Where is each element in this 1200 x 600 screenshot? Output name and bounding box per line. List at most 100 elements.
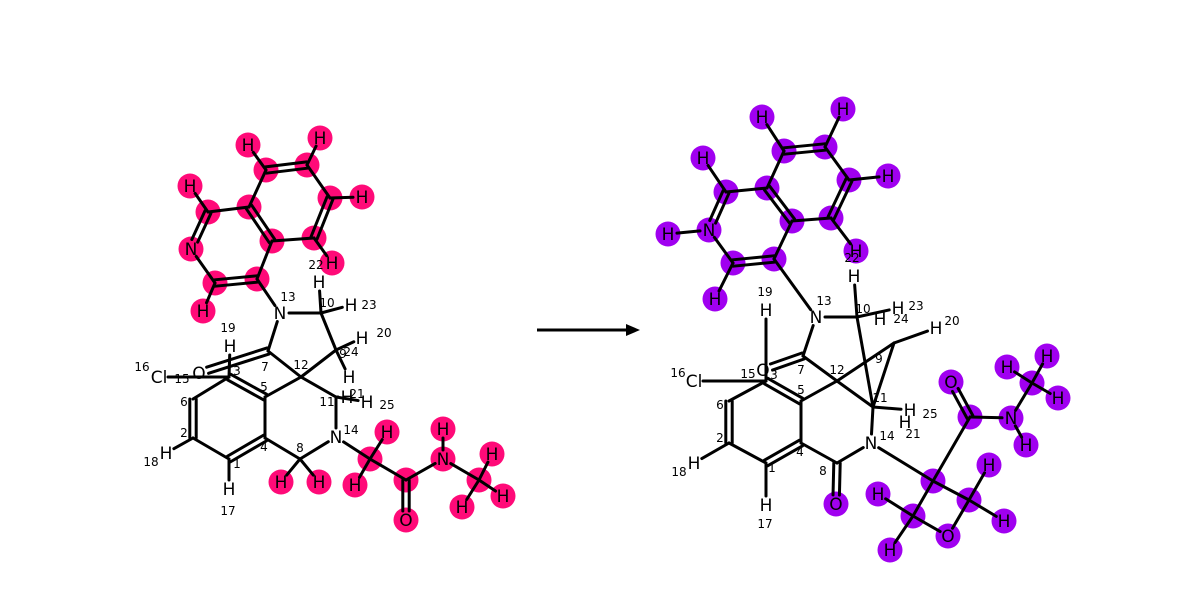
reactant-atom-r_H8a: H bbox=[275, 473, 288, 493]
product-highlight-p_H_me2 bbox=[1034, 343, 1060, 369]
bond-layer bbox=[166, 115, 1052, 545]
product-highlight-p_H_me1 bbox=[994, 354, 1020, 380]
product-bond-109 bbox=[1014, 381, 1034, 412]
reactant-atom-index-r_H25: 25 bbox=[379, 398, 394, 412]
product-atom-index-p_N14: 14 bbox=[879, 429, 894, 443]
product-atom-p_H_r1a: H bbox=[872, 485, 885, 505]
product-bond-118 bbox=[893, 514, 915, 545]
reactant-highlight-r_H_ph2 bbox=[307, 125, 333, 151]
product-bond-107 bbox=[968, 415, 1004, 420]
reactant-atom-index-r_C12: 12 bbox=[293, 358, 308, 372]
reactant-bond-47 bbox=[342, 440, 372, 461]
product-bond-99-a bbox=[766, 444, 805, 468]
reactant-atom-r_H_me1: H bbox=[486, 445, 499, 465]
reactant-bond-3 bbox=[305, 163, 332, 200]
reactant-atom-r_H_ch2b: H bbox=[349, 476, 362, 496]
product-highlight-p_H_py2 bbox=[702, 286, 728, 312]
reactant-atom-index-r_O3: 3 bbox=[233, 364, 241, 378]
product-bond-60-b bbox=[782, 142, 827, 150]
product-atom-p_H_22: H bbox=[850, 242, 863, 262]
reactant-highlight-r_H_me3 bbox=[449, 494, 475, 520]
product-atom-index-p_C15: 15 bbox=[740, 367, 755, 381]
reactant-bond-54 bbox=[449, 462, 481, 482]
product-highlight-p_H_r2b bbox=[991, 508, 1017, 534]
product-bond-104 bbox=[877, 446, 935, 483]
product-bond-66-a bbox=[768, 184, 797, 221]
reactant-bond-7 bbox=[270, 236, 316, 243]
product-bond-82 bbox=[871, 341, 896, 409]
product-highlight-p_H_ph3 bbox=[875, 163, 901, 189]
reactant-bond-23 bbox=[334, 348, 347, 371]
product-bond-103 bbox=[835, 446, 865, 465]
reactant-bond-19 bbox=[318, 289, 323, 315]
product-bond-58 bbox=[765, 123, 786, 153]
product-atom-index-p_H21: 21 bbox=[905, 427, 920, 441]
product-bond-111 bbox=[1030, 362, 1045, 385]
reactant-atom-index-r_C1: 1 bbox=[233, 457, 241, 471]
product-bond-64 bbox=[829, 216, 853, 246]
product-highlight-p_H_py1 bbox=[690, 145, 716, 171]
product-bond-86 bbox=[801, 354, 839, 383]
product-bond-97 bbox=[727, 441, 768, 465]
product-atom-index-p_H18: 18 bbox=[671, 465, 686, 479]
product-bond-99-b bbox=[762, 438, 801, 462]
reactant-atom-index-r_H_22: 22 bbox=[308, 258, 323, 272]
product-bond-71 bbox=[675, 229, 702, 235]
product-atom-index-p_N13: 13 bbox=[816, 294, 831, 308]
reactant-bond-0 bbox=[251, 150, 268, 172]
reactant-bond-52 bbox=[404, 461, 437, 482]
reactant-atom-index-r_C5: 5 bbox=[260, 380, 268, 394]
product-atom-p_H_me1: H bbox=[1001, 358, 1014, 378]
reactant-atom-index-r_N13: 13 bbox=[280, 290, 295, 304]
reactant-atom-r_H18: H bbox=[160, 444, 173, 464]
reactant-bond-27 bbox=[266, 349, 303, 379]
reactant-bond-29 bbox=[299, 375, 338, 399]
reactant-highlight-r_H_nh bbox=[430, 416, 456, 442]
reactant-bond-25 bbox=[266, 320, 279, 353]
reactant-atom-index-r_C10: 10 bbox=[319, 296, 334, 310]
product-atom-p_H_r1b: H bbox=[884, 541, 897, 561]
reactant-atom-r_N_am: N bbox=[437, 450, 450, 470]
reactant-atom-index-r_C7: 7 bbox=[261, 360, 269, 374]
product-atom-p_O_co: O bbox=[944, 373, 957, 393]
reactant-bond-8-a bbox=[250, 203, 277, 241]
reactant-atom-r_H24: H bbox=[343, 368, 356, 388]
reactant-atom-r_H_ph2: H bbox=[314, 129, 327, 149]
product-highlight-p_O_c8 bbox=[823, 491, 849, 517]
product-bond-81 bbox=[892, 329, 930, 345]
reactant-highlight-r_O_co bbox=[393, 507, 419, 533]
reactant-atom-index-r_C8: 8 bbox=[296, 441, 304, 455]
product-atom-index-p_C9: 9 bbox=[875, 352, 883, 366]
reactant-atom-r_N14: N bbox=[330, 428, 343, 448]
reactant-atom-index-r_C4: 4 bbox=[260, 440, 268, 454]
product-bond-85-a bbox=[768, 351, 804, 366]
arrow-head bbox=[626, 324, 640, 336]
product-bond-115 bbox=[911, 514, 942, 534]
product-bond-79 bbox=[855, 308, 891, 319]
product-highlight-p_H_r2a bbox=[976, 452, 1002, 478]
reactant-atom-index-r_C9: 9 bbox=[339, 347, 347, 361]
reactant-bond-13 bbox=[194, 254, 217, 285]
product-bond-78 bbox=[853, 283, 859, 319]
product-highlight-p_H_ph1 bbox=[749, 104, 775, 130]
reactant-bond-17 bbox=[255, 277, 277, 308]
reactant-bond-20 bbox=[319, 305, 344, 315]
product-atom-p_N_am: N bbox=[1005, 409, 1018, 429]
product-bond-61 bbox=[823, 145, 851, 182]
reactant-highlight-r_H_ch2a bbox=[374, 419, 400, 445]
product-atom-index-p_C1: 1 bbox=[768, 461, 776, 475]
product-bond-93-a bbox=[762, 382, 801, 406]
reactant-atom-r_H19: H bbox=[224, 337, 237, 357]
product-bond-117 bbox=[884, 497, 915, 518]
product-bond-96 bbox=[700, 441, 731, 461]
product-bond-102-a bbox=[831, 461, 836, 497]
product-atom-p_H25: H bbox=[904, 401, 917, 421]
product-bond-89 bbox=[871, 405, 903, 411]
reactant-bond-43 bbox=[263, 436, 302, 461]
product-atom-p_H_r2b: H bbox=[998, 512, 1011, 532]
product-bond-70-b bbox=[714, 191, 731, 225]
reactant-bond-38 bbox=[172, 436, 195, 451]
reactant-atom-index-r_H24: 24 bbox=[343, 345, 358, 359]
product-atom-p_H10: H bbox=[848, 267, 861, 287]
